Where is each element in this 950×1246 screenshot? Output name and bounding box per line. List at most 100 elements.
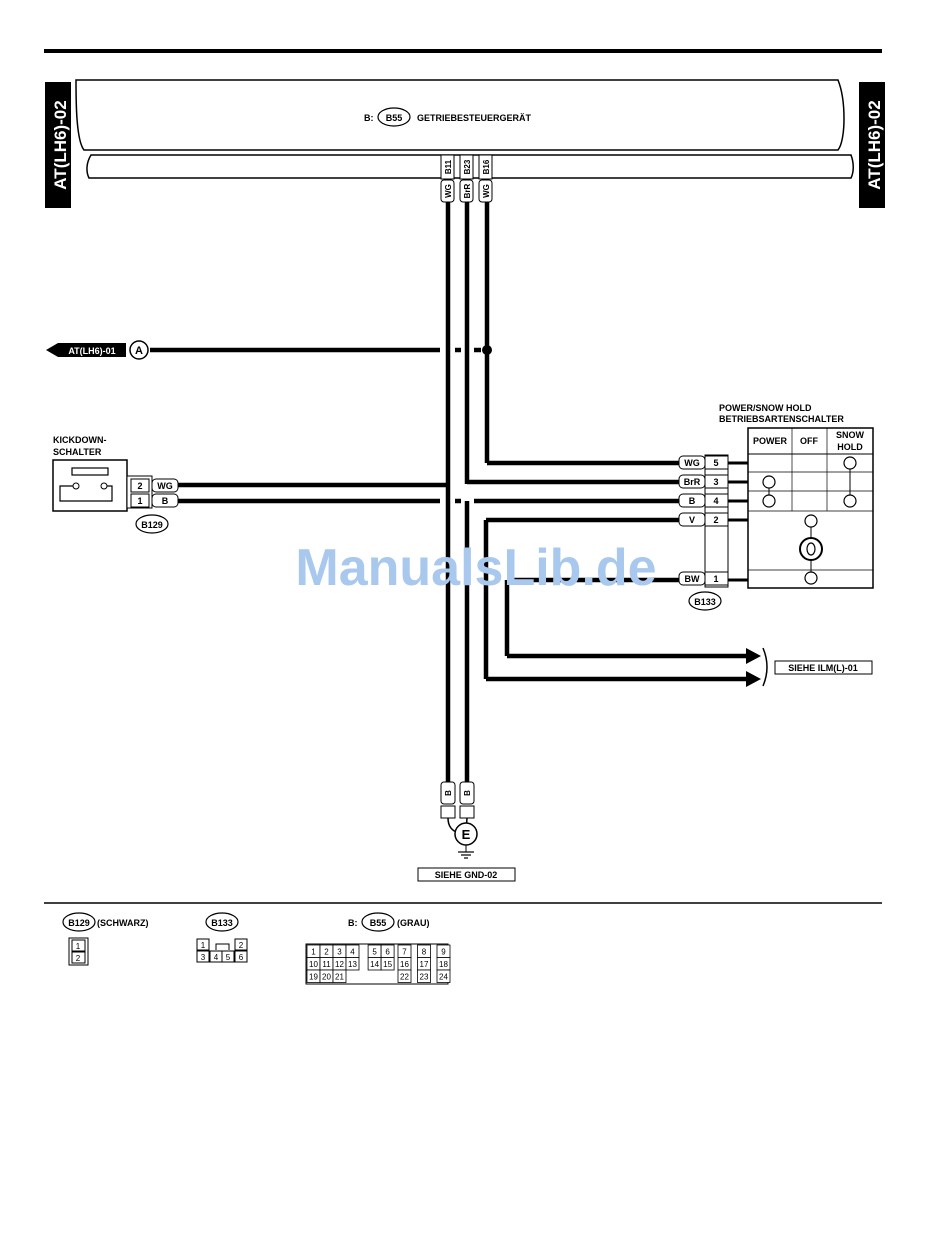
svg-text:(SCHWARZ): (SCHWARZ) xyxy=(97,918,149,928)
svg-text:4: 4 xyxy=(713,496,718,506)
svg-text:POWER/SNOW HOLD: POWER/SNOW HOLD xyxy=(719,403,812,413)
b55-pin-label: 23 xyxy=(420,973,429,982)
side-tab-right[interactable]: AT(LH6)-02 xyxy=(859,82,885,208)
side-tab-left-label: AT(LH6)-02 xyxy=(51,100,70,189)
ecu-pin-b16: B16 WG xyxy=(478,154,493,203)
svg-text:B11: B11 xyxy=(444,159,453,174)
svg-text:B:: B: xyxy=(348,918,358,928)
ecu-connector-oval xyxy=(377,107,411,127)
kickdown-connector: B129 xyxy=(141,520,163,530)
b55-pin-label: 14 xyxy=(370,960,379,969)
b55-pin-label: 1 xyxy=(311,948,316,957)
watermark: ManualsLib.de xyxy=(295,539,656,597)
svg-text:POWER: POWER xyxy=(753,436,788,446)
svg-text:HOLD: HOLD xyxy=(837,442,863,452)
svg-text:BETRIEBSARTENSCHALTER: BETRIEBSARTENSCHALTER xyxy=(719,414,844,424)
mode-switch-connector: B133 xyxy=(694,597,716,607)
svg-text:WG: WG xyxy=(157,481,173,491)
svg-text:B: B xyxy=(463,790,472,796)
ref-in-marker: A xyxy=(135,345,143,357)
svg-text:2: 2 xyxy=(76,954,81,963)
ecu-connector: B55 xyxy=(386,113,403,123)
svg-text:BrR: BrR xyxy=(463,183,472,198)
b55-pin-label: 21 xyxy=(335,973,344,982)
mode-switch: POWER/SNOW HOLD BETRIEBSARTENSCHALTER PO… xyxy=(678,403,874,611)
ref-in-arrow[interactable]: AT(LH6)-01 A xyxy=(46,340,149,360)
svg-text:V: V xyxy=(689,515,695,525)
svg-text:WG: WG xyxy=(684,458,700,468)
svg-text:1: 1 xyxy=(76,942,81,951)
svg-text:B: B xyxy=(444,790,453,796)
b55-pin-label: 9 xyxy=(441,948,446,957)
svg-text:B: B xyxy=(162,496,169,506)
ilm-ref-label: SIEHE ILM(L)-01 xyxy=(788,663,858,673)
b55-pin-label: 20 xyxy=(322,973,331,982)
gnd-ref-label: SIEHE GND-02 xyxy=(435,870,498,880)
b55-pin-cell xyxy=(417,969,431,983)
b55-pin-label: 4 xyxy=(350,948,355,957)
legend-b133: B133 1 2 3 4 5 6 xyxy=(196,912,248,963)
svg-text:BrR: BrR xyxy=(684,477,701,487)
svg-text:SCHALTER: SCHALTER xyxy=(53,447,102,457)
svg-text:6: 6 xyxy=(239,953,244,962)
b55-pin-label: 3 xyxy=(337,948,342,957)
svg-text:(GRAU): (GRAU) xyxy=(397,918,430,928)
svg-text:B16: B16 xyxy=(482,159,491,174)
svg-text:2: 2 xyxy=(239,941,244,950)
b55-pin-label: 15 xyxy=(383,960,392,969)
svg-text:B55: B55 xyxy=(370,918,387,928)
svg-text:WG: WG xyxy=(444,184,453,198)
svg-text:2: 2 xyxy=(137,481,142,491)
svg-text:5: 5 xyxy=(226,953,231,962)
svg-text:1: 1 xyxy=(713,574,718,584)
b55-pin-cell xyxy=(345,957,360,971)
b55-pin-label: 16 xyxy=(400,960,409,969)
ecu-pin-b11: B11 WG xyxy=(440,154,455,203)
b55-pin-label: 8 xyxy=(422,948,427,957)
ecu-prefix: B: xyxy=(364,113,374,123)
arrow-head-2 xyxy=(746,671,761,687)
arrow-head-1 xyxy=(746,648,761,664)
ground-marker: E xyxy=(462,827,471,842)
svg-text:BW: BW xyxy=(685,574,700,584)
wires xyxy=(150,202,748,782)
b55-pin-label: 5 xyxy=(372,948,377,957)
side-tab-right-label: AT(LH6)-02 xyxy=(865,100,884,189)
b55-pin-label: 19 xyxy=(309,973,318,982)
side-tab-left[interactable]: AT(LH6)-02 xyxy=(45,82,71,208)
svg-text:WG: WG xyxy=(482,184,491,198)
svg-text:3: 3 xyxy=(713,477,718,487)
b55-pin-label: 13 xyxy=(348,960,357,969)
svg-text:B133: B133 xyxy=(211,918,233,928)
ecu-pin-b23: B23 BrR xyxy=(459,154,474,203)
b55-pin-label: 17 xyxy=(420,960,429,969)
ecu-name: GETRIEBESTEUERGERÄT xyxy=(417,113,532,123)
ground: B B E xyxy=(440,781,478,859)
kickdown-switch: KICKDOWN- SCHALTER 2 1 WG B B129 xyxy=(52,435,179,534)
svg-text:SNOW: SNOW xyxy=(836,430,865,440)
svg-text:1: 1 xyxy=(201,941,206,950)
svg-text:B129: B129 xyxy=(68,918,90,928)
b55-pin-cell xyxy=(332,969,347,983)
b55-pin-cell xyxy=(436,969,451,983)
b55-pin-cell xyxy=(380,957,395,971)
ilm-ref[interactable]: SIEHE ILM(L)-01 xyxy=(774,660,873,675)
bracket xyxy=(762,647,768,687)
gnd-ref[interactable]: SIEHE GND-02 xyxy=(417,867,516,882)
ref-in-label: AT(LH6)-01 xyxy=(68,346,115,356)
svg-text:4: 4 xyxy=(214,953,219,962)
b55-pin-label: 10 xyxy=(309,960,318,969)
b55-pin-label: 22 xyxy=(400,973,409,982)
b55-pin-label: 12 xyxy=(335,960,344,969)
svg-text:OFF: OFF xyxy=(800,436,818,446)
b55-pin-label: 7 xyxy=(402,948,407,957)
b55-pin-label: 18 xyxy=(439,960,448,969)
splice-dot xyxy=(482,345,492,355)
legend-b129: B129 (SCHWARZ) 1 2 xyxy=(62,912,149,966)
svg-text:B23: B23 xyxy=(463,159,472,174)
b55-pin-label: 2 xyxy=(324,948,329,957)
svg-text:2: 2 xyxy=(713,515,718,525)
b55-pin-label: 11 xyxy=(322,960,331,969)
b55-pin-label: 24 xyxy=(439,973,448,982)
